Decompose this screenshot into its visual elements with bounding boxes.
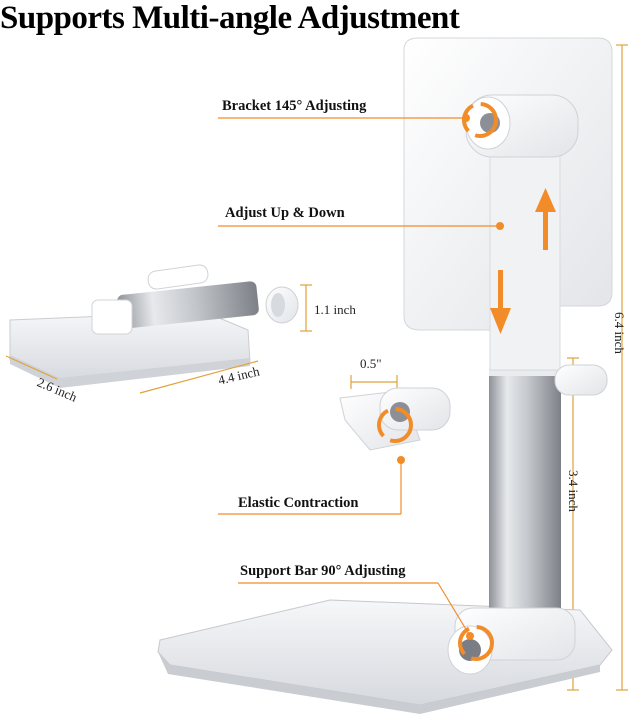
elastic-callout: Elastic Contraction [238, 495, 359, 511]
folded-stand [9, 264, 299, 388]
bar-height-label: 3.4 inch [565, 470, 581, 512]
support-callout: Support Bar 90° Adjusting [240, 563, 406, 579]
bracket-callout: Bracket 145° Adjusting [222, 98, 367, 114]
page-title: Supports Multi-angle Adjustment [0, 0, 460, 36]
lip-label: 0.5" [360, 356, 382, 371]
adjust-callout: Adjust Up & Down [225, 205, 345, 221]
up-down-arrows [490, 188, 556, 334]
total-height-label: 6.4 inch [611, 312, 627, 354]
folded-height-label: 1.1 inch [314, 302, 356, 317]
upright-stand [157, 37, 613, 714]
leader-lines [218, 117, 500, 637]
